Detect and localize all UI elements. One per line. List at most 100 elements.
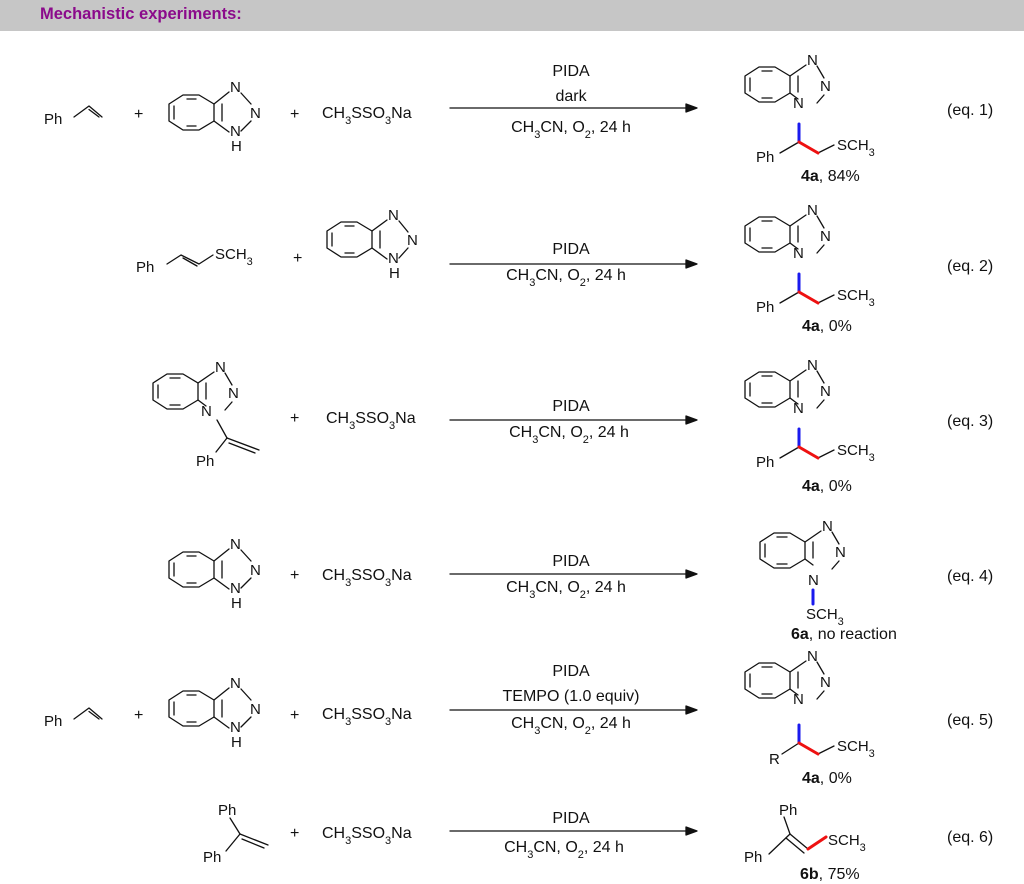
eq1-styrene	[73, 105, 103, 118]
eq1-benzotriazole	[168, 91, 252, 133]
eq5-plus-1: +	[134, 707, 143, 724]
eq2-product	[744, 214, 835, 304]
eq3-n2: N	[228, 385, 239, 402]
eq4-benzotriazole	[168, 548, 252, 590]
eq6-arrow	[449, 826, 698, 836]
eq1-p-sch3: SCH3	[837, 137, 875, 159]
eq4-label: (eq. 4)	[947, 568, 993, 585]
eq3-compound: 4a, 0%	[802, 478, 852, 495]
eq1-h: H	[231, 138, 242, 155]
eq6-p-ph-2: Ph	[744, 849, 762, 866]
eq2-h: H	[389, 265, 400, 282]
eq6-salt: CH3SSO3Na	[322, 825, 412, 847]
eq5-n2: N	[250, 701, 261, 718]
eq3-p-sch3: SCH3	[837, 442, 875, 464]
eq5-n1: N	[230, 675, 241, 692]
eq1-product	[744, 64, 835, 154]
eq4-reagent-1: PIDA	[552, 553, 590, 570]
eq3-salt: CH3SSO3Na	[326, 410, 416, 432]
eq4-n3: N	[230, 580, 241, 597]
eq1-p-n3: N	[793, 95, 804, 112]
eq3-red-bond	[797, 445, 820, 460]
eq5-p-n2: N	[820, 674, 831, 691]
eq2-benzotriazole	[326, 219, 409, 260]
eq1-plus-2: +	[290, 106, 299, 123]
eq4-product	[759, 530, 840, 570]
eq6-p-sch3: SCH3	[828, 832, 866, 854]
eq2-p-n1: N	[807, 202, 818, 219]
eq2-ph: Ph	[136, 259, 154, 276]
eq1-reagent-1: PIDA	[552, 63, 590, 80]
eq2-vinyl-sulfide	[166, 254, 214, 267]
eq3-ph: Ph	[196, 453, 214, 470]
eq3-p-n3: N	[793, 400, 804, 417]
eq1-reagent-2: dark	[555, 88, 587, 105]
eq1-plus-1: +	[134, 106, 143, 123]
eq2-p-n2: N	[820, 228, 831, 245]
eq2-p-n3: N	[793, 245, 804, 262]
eq5-p-sch3: SCH3	[837, 738, 875, 760]
eq6-ph-2: Ph	[203, 849, 221, 866]
eq1-ph: Ph	[44, 111, 62, 128]
section-title: Mechanistic experiments:	[40, 5, 242, 23]
eq6-label: (eq. 6)	[947, 829, 993, 846]
eq2-n2: N	[407, 232, 418, 249]
eq6-compound: 6b, 75%	[800, 866, 860, 883]
eq4-p-sch3: SCH3	[806, 606, 844, 628]
eq1-p-ph: Ph	[756, 149, 774, 166]
eq1-red-bond	[797, 140, 820, 155]
eq5-p-n1: N	[807, 648, 818, 665]
eq6-product	[768, 816, 809, 855]
eq6-plus: +	[290, 825, 299, 842]
eq1-p-n1: N	[807, 52, 818, 69]
eq5-label: (eq. 5)	[947, 712, 993, 729]
eq3-product	[744, 369, 835, 459]
eq4-arrow	[449, 569, 698, 579]
eq5-product	[744, 660, 835, 755]
eq6-reagent-1: PIDA	[552, 810, 590, 827]
eq3-label: (eq. 3)	[947, 413, 993, 430]
eq1-compound: 4a, 84%	[801, 168, 860, 185]
eq6-red-bond	[806, 835, 828, 851]
eq2-compound: 4a, 0%	[802, 318, 852, 335]
eq2-plus: +	[293, 250, 302, 267]
eq4-h: H	[231, 595, 242, 612]
eq5-reagent-2: TEMPO (1.0 equiv)	[503, 688, 640, 705]
eq4-p-n1: N	[822, 518, 833, 535]
eq3-arrow	[449, 415, 698, 425]
eq5-conditions: CH3CN, O2, 24 h	[511, 715, 631, 737]
eq3-n3: N	[201, 403, 212, 420]
eq6-p-ph-1: Ph	[779, 802, 797, 819]
eq3-vinyl-benzotriazole	[152, 371, 260, 454]
eq5-red-bond	[797, 741, 820, 756]
eq4-p-n3: N	[808, 572, 819, 589]
eq5-reagent-1: PIDA	[552, 663, 590, 680]
eq5-p-n3: N	[793, 691, 804, 708]
eq6-diphenylethylene	[225, 817, 269, 852]
eq2-label: (eq. 2)	[947, 258, 993, 275]
eq2-n1: N	[388, 207, 399, 224]
eq5-n3: N	[230, 719, 241, 736]
eq3-n1: N	[215, 359, 226, 376]
eq3-reagent-1: PIDA	[552, 398, 590, 415]
highlighted-bonds	[797, 122, 828, 851]
eq6-ph-1: Ph	[218, 802, 236, 819]
eq2-p-ph: Ph	[756, 299, 774, 316]
eq4-n2: N	[250, 562, 261, 579]
eq3-p-n2: N	[820, 383, 831, 400]
eq1-label: (eq. 1)	[947, 102, 993, 119]
eq1-n2: N	[250, 105, 261, 122]
eq1-salt: CH3SSO3Na	[322, 105, 412, 127]
eq2-p-sch3: SCH3	[837, 287, 875, 309]
eq5-h: H	[231, 734, 242, 751]
section-header: Mechanistic experiments:	[0, 0, 1024, 31]
eq4-conditions: CH3CN, O2, 24 h	[506, 579, 626, 601]
eq2-reagent-1: PIDA	[552, 241, 590, 258]
eq2-arrow	[449, 259, 698, 269]
eq3-conditions: CH3CN, O2, 24 h	[509, 424, 629, 446]
eq5-plus-2: +	[290, 707, 299, 724]
eq5-arrow	[449, 705, 698, 715]
eq4-plus: +	[290, 567, 299, 584]
eq1-n3: N	[230, 123, 241, 140]
